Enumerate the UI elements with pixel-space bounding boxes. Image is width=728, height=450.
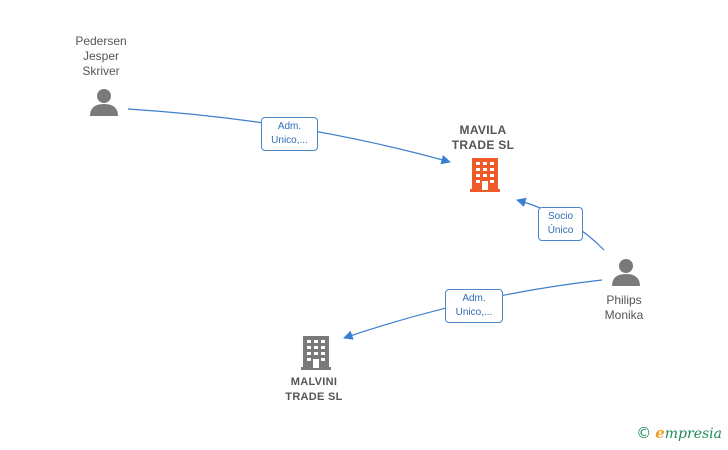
brand-initial: e — [655, 424, 665, 442]
person-icon[interactable] — [90, 89, 118, 116]
node-label-mavila[interactable]: MAVILA TRADE SL — [451, 123, 515, 152]
edge-label-philips-malvini[interactable]: Adm. Unico,... — [445, 289, 503, 323]
node-label-pedersen[interactable]: Pedersen Jesper Skriver — [75, 34, 127, 78]
edge-label-pedersen-mavila[interactable]: Adm. Unico,... — [261, 117, 318, 151]
building-icon[interactable] — [301, 336, 331, 370]
building-icon[interactable] — [470, 158, 500, 192]
copyright-symbol: © — [636, 424, 652, 442]
node-label-philips[interactable]: Philips Monika — [604, 293, 644, 322]
edge-label-philips-mavila[interactable]: Socio Único — [538, 207, 583, 241]
brand-name: mpresia — [664, 426, 722, 442]
node-label-malvini[interactable]: MALVINI TRADE SL — [285, 376, 343, 403]
person-icon[interactable] — [612, 259, 640, 286]
brand-logo: © empresia — [636, 424, 722, 442]
